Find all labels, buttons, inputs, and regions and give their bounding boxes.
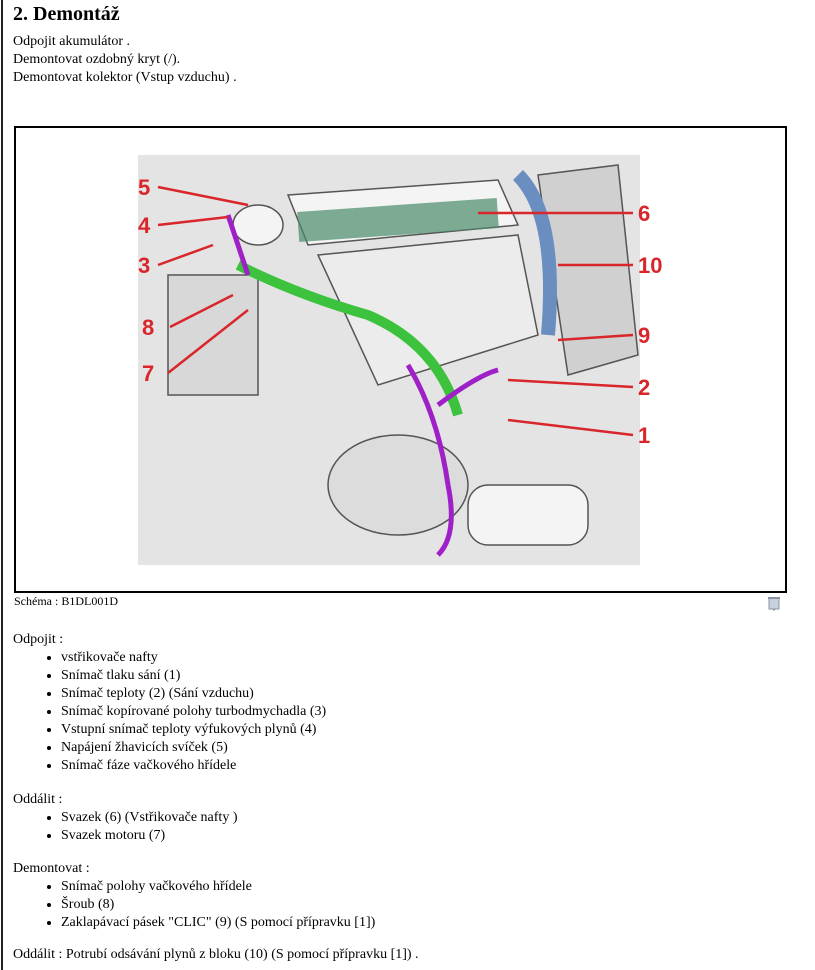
callout-8: 8 xyxy=(142,315,154,340)
intro-step: Demontovat kolektor (Vstup vzduchu) . xyxy=(13,70,237,85)
intro-steps: Odpojit akumulátor . Demontovat ozdobný … xyxy=(13,33,237,87)
list-item: vstřikovače nafty xyxy=(61,649,326,667)
list-item: Svazek (6) (Vstřikovače nafty ) xyxy=(61,809,237,827)
left-border xyxy=(1,0,3,970)
callout-2: 2 xyxy=(638,375,650,400)
list-item: Snímač polohy vačkového hřídele xyxy=(61,878,375,896)
section-move-aside: Oddálit : Svazek (6) (Vstřikovače nafty … xyxy=(13,791,237,845)
print-icon[interactable] xyxy=(766,596,782,612)
callout-4: 4 xyxy=(138,213,151,238)
list-item: Napájení žhavicích svíček (5) xyxy=(61,739,326,757)
callout-5: 5 xyxy=(138,175,150,200)
list-item: Snímač kopírované polohy turbodmychadla … xyxy=(61,703,326,721)
list-item: Snímač fáze vačkového hřídele xyxy=(61,757,326,775)
final-step: Oddálit : Potrubí odsávání plynů z bloku… xyxy=(13,947,419,962)
callout-3: 3 xyxy=(138,253,150,278)
page-title: 2. Demontáž xyxy=(13,3,120,25)
list-item: Snímač tlaku sání (1) xyxy=(61,667,326,685)
figure-frame: 5 4 3 8 7 6 10 9 2 1 xyxy=(14,126,787,593)
callout-10: 10 xyxy=(638,253,662,278)
engine-diagram: 5 4 3 8 7 6 10 9 2 1 xyxy=(138,155,662,565)
list-item: Šroub (8) xyxy=(61,896,375,914)
callout-9: 9 xyxy=(638,323,650,348)
figure-caption: Schéma : B1DL001D xyxy=(14,594,118,608)
section-heading: Demontovat : xyxy=(13,861,90,876)
intro-step: Odpojit akumulátor . xyxy=(13,34,131,49)
section-remove: Demontovat : Snímač polohy vačkového hří… xyxy=(13,860,375,932)
callout-6: 6 xyxy=(638,201,650,226)
list-item: Zaklapávací pásek "CLIC" (9) (S pomocí p… xyxy=(61,914,375,932)
list-item: Vstupní snímač teploty výfukových plynů … xyxy=(61,721,326,739)
callout-7: 7 xyxy=(142,361,154,386)
section-heading: Odpojit : xyxy=(13,632,64,647)
callout-1: 1 xyxy=(638,423,650,448)
list-item: Snímač teploty (2) (Sání vzduchu) xyxy=(61,685,326,703)
list-item: Svazek motoru (7) xyxy=(61,827,237,845)
intro-step: Demontovat ozdobný kryt (/). xyxy=(13,52,181,67)
section-heading: Oddálit : xyxy=(13,792,63,807)
section-disconnect: Odpojit : vstřikovače nafty Snímač tlaku… xyxy=(13,631,326,775)
